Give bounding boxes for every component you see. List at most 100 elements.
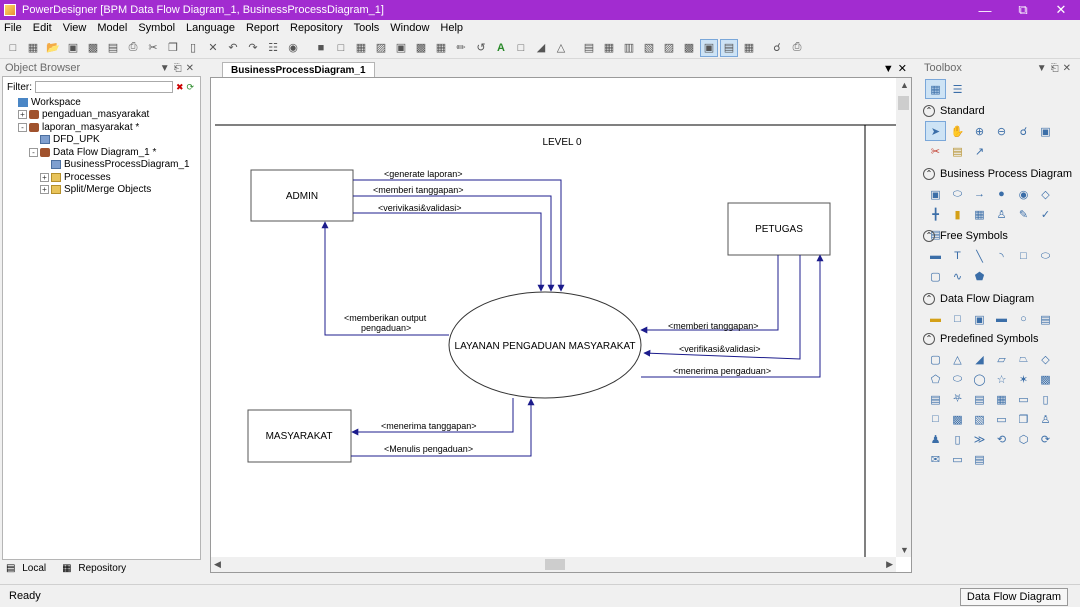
icon-view-icon[interactable]: ▦ <box>925 79 946 99</box>
tab-business-process-diagram[interactable]: BusinessProcessDiagram_1 <box>222 62 375 77</box>
toolbox-section-standard[interactable]: ⌃ Standard <box>923 103 1076 119</box>
undo-icon[interactable]: ↶ <box>228 42 238 54</box>
tree-item[interactable]: +Split/Merge Objects <box>3 184 200 197</box>
line-style-icon[interactable]: ↺ <box>476 42 486 54</box>
model-icon[interactable]: ■ <box>317 41 325 54</box>
envelope-icon[interactable]: ✉ <box>930 453 941 466</box>
document-tool-icon[interactable]: ▤ <box>930 228 941 241</box>
collapse-icon[interactable]: ⌃ <box>923 230 935 242</box>
print-setup-icon[interactable]: ⎙ <box>792 41 802 53</box>
brush-icon[interactable]: ✏ <box>456 42 466 54</box>
shield-icon[interactable]: ⛧ <box>953 392 962 405</box>
menu-file[interactable]: File <box>4 22 22 34</box>
new-model-icon[interactable]: ▦ <box>27 42 39 54</box>
merge-icon[interactable]: ▨ <box>375 42 387 54</box>
flow-memberi-tanggapan-admin[interactable] <box>353 195 555 292</box>
tree-item[interactable]: +Processes <box>3 171 200 184</box>
data-store-icon[interactable]: ▮ <box>954 208 961 221</box>
circle-icon[interactable]: ◯ <box>973 373 986 386</box>
tree-item[interactable]: Workspace <box>3 96 200 109</box>
flow-menerima-tanggapan[interactable] <box>351 398 514 436</box>
cycle-icon[interactable]: ⟳ <box>1040 433 1051 446</box>
rounded-box-icon[interactable]: ▢ <box>930 353 941 366</box>
menu-repository[interactable]: Repository <box>290 22 343 34</box>
dfd-store-icon[interactable]: ▬ <box>930 313 941 325</box>
collapse-icon[interactable]: ⌃ <box>923 333 935 345</box>
screen-icon[interactable]: ▭ <box>952 453 963 466</box>
open-icon[interactable]: 📂 <box>46 42 60 54</box>
tree-item[interactable]: BusinessProcessDiagram_1 <box>3 159 200 172</box>
scroll-icon[interactable]: ▤ <box>974 393 985 406</box>
package-icon[interactable]: ▣ <box>930 188 941 201</box>
minimize-icon[interactable]: — <box>978 2 992 18</box>
print-preview-icon[interactable]: ▤ <box>107 42 119 54</box>
distribute-icon[interactable]: ▧ <box>643 42 655 54</box>
toolbox-section-data-flow[interactable]: ⌃ Data Flow Diagram <box>923 291 1076 307</box>
align-center-icon[interactable]: ▦ <box>603 42 615 54</box>
menu-help[interactable]: Help <box>440 22 464 34</box>
paste-icon[interactable]: ▯ <box>189 42 197 54</box>
star-icon[interactable]: ☆ <box>996 373 1007 386</box>
repository-tab[interactable]: ▦ Repository <box>62 562 127 574</box>
redo-icon[interactable]: ↷ <box>248 42 258 54</box>
start-icon[interactable]: ● <box>998 188 1005 200</box>
resource-icon[interactable]: ✎ <box>1018 208 1029 221</box>
tree-item[interactable]: -laporan_masyarakat * <box>3 121 200 134</box>
loop-icon[interactable]: ⟲ <box>996 433 1007 446</box>
toolbox-section-free-symbols[interactable]: ⌃ Free Symbols <box>923 228 1076 244</box>
close-icon[interactable]: ✕ <box>1055 2 1067 17</box>
note-icon[interactable]: ▤ <box>952 145 963 158</box>
delete-tool-icon[interactable]: ✂ <box>930 145 941 158</box>
arc-icon[interactable]: ◝ <box>999 250 1004 263</box>
page-icon[interactable]: ▯ <box>1042 393 1049 406</box>
grabber-icon[interactable]: ✋ <box>950 125 965 138</box>
menu-edit[interactable]: Edit <box>32 22 52 34</box>
flow-generate-laporan[interactable] <box>353 179 565 292</box>
message-icon[interactable]: ✓ <box>1040 208 1051 221</box>
synchronization-icon[interactable]: ╋ <box>932 208 939 221</box>
triangle-icon[interactable]: △ <box>953 353 962 366</box>
actor-icon[interactable]: ♙ <box>1040 413 1051 426</box>
scroll-right-icon[interactable]: ▶ <box>886 559 893 569</box>
cut-icon[interactable]: ✂ <box>148 42 158 54</box>
scroll-left-icon[interactable]: ◀ <box>214 559 221 569</box>
pointer-icon[interactable]: ➤ <box>925 121 946 141</box>
ellipse-icon[interactable]: ⬭ <box>1040 249 1051 262</box>
generate-icon[interactable]: ▩ <box>415 42 427 54</box>
parallelogram-icon[interactable]: ▱ <box>997 353 1006 366</box>
menu-symbol[interactable]: Symbol <box>138 22 176 34</box>
tree-item[interactable]: DFD_UPK <box>3 134 200 147</box>
panel-controls-icon[interactable]: ▼⎗✕ <box>1036 62 1075 74</box>
grid-icon[interactable]: ▦ <box>435 42 447 54</box>
menu-language[interactable]: Language <box>186 22 235 34</box>
decision-icon[interactable]: ◇ <box>1041 188 1050 201</box>
menu-window[interactable]: Window <box>390 22 430 34</box>
copy-shape-icon[interactable]: ❐ <box>1018 413 1029 426</box>
expand-icon[interactable]: + <box>40 185 49 195</box>
list-view-icon[interactable]: ☰ <box>952 83 963 96</box>
refresh-icon[interactable]: ⟳ <box>186 81 195 92</box>
flow-menerima-pengaduan[interactable] <box>641 254 824 378</box>
tree-item[interactable]: +pengaduan_masyarakat <box>3 109 200 122</box>
panel-controls-icon[interactable]: ▼⎗✕ <box>159 62 198 74</box>
pentagon-icon[interactable]: ⬠ <box>930 373 941 386</box>
menu-model[interactable]: Model <box>97 22 128 34</box>
star6-icon[interactable]: ✶ <box>1018 373 1029 386</box>
vertical-scroll-thumb[interactable] <box>898 96 909 110</box>
flow-menulis-pengaduan[interactable] <box>351 398 535 457</box>
page-view-icon[interactable]: ▤ <box>720 38 738 57</box>
save-icon[interactable]: ▣ <box>67 42 79 54</box>
chevron-icon[interactable]: ≫ <box>973 433 986 446</box>
vertical-scrollbar[interactable]: ▲ ▼ <box>896 78 911 557</box>
octagon-icon[interactable]: ⬡ <box>1018 433 1029 446</box>
flow-verifikasi-validasi[interactable] <box>643 255 801 360</box>
box3d-icon[interactable]: ▩ <box>1040 373 1051 386</box>
folder-shape-icon[interactable]: ▭ <box>1018 393 1029 406</box>
multi-page-icon[interactable]: ▧ <box>974 413 985 426</box>
scroll-up-icon[interactable]: ▲ <box>900 80 909 90</box>
save-all-icon[interactable]: ▩ <box>87 42 99 54</box>
tree-item[interactable]: -Data Flow Diagram_1 * <box>3 146 200 159</box>
flow-memberi-tanggapan-petugas[interactable] <box>640 255 779 334</box>
right-triangle-icon[interactable]: ◢ <box>975 353 984 366</box>
menu-view[interactable]: View <box>62 22 87 34</box>
